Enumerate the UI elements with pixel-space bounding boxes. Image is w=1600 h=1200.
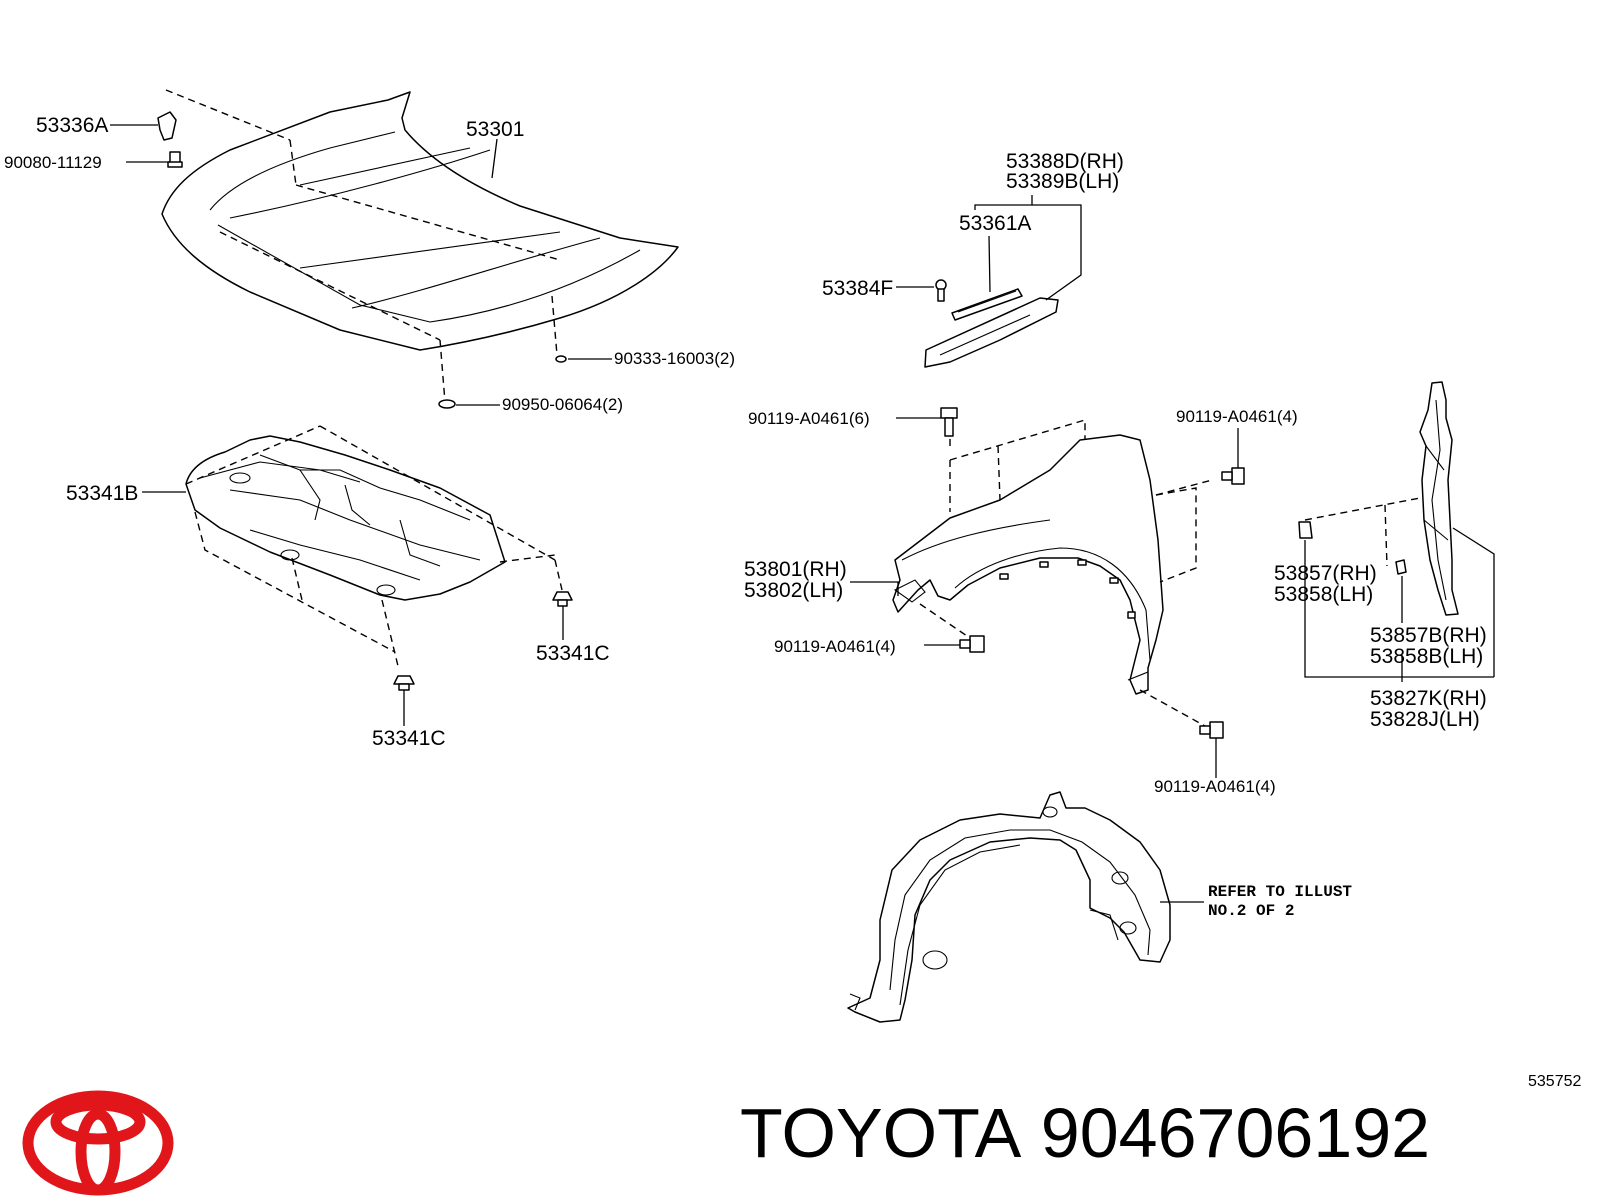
label-fender-lh: 53802(LH) (744, 579, 843, 602)
label-fender-bolt-top: 90119-A0461(6) (748, 409, 870, 428)
seal-leaders (896, 195, 1082, 301)
note-line-1: REFER TO ILLUST (1208, 883, 1352, 901)
label-side-seal-lh: 53828J(LH) (1370, 708, 1480, 731)
hood-hinge-bracket-part (157, 111, 183, 168)
label-seal-lh: 53389B(LH) (1006, 170, 1119, 193)
label-bracket-clip-lh: 53858B(LH) (1370, 645, 1483, 668)
diagram-code: 535752 (1528, 1073, 1581, 1090)
insulator-dashed-guides (185, 425, 563, 667)
brand-name: TOYOTA (740, 1094, 1022, 1172)
label-hood-clip: 90333-16003(2) (614, 349, 735, 368)
insulator-clip-right-part (552, 591, 573, 607)
hood-clip-part (555, 355, 567, 363)
part-labels: 53336A 90080-11129 53301 90333-16003(2) … (4, 114, 1581, 1090)
label-hood: 53301 (466, 118, 524, 141)
fender-bolt-front-part (959, 635, 985, 653)
hood-cushion-part (438, 399, 456, 409)
hood-insulator-illustration (185, 435, 506, 601)
part-number: 9046706192 (1040, 1094, 1431, 1172)
fender-bolt-top-part (940, 407, 958, 437)
label-side-seal-rh: 53827K(RH) (1370, 687, 1487, 710)
note-line-2: NO.2 OF 2 (1208, 902, 1294, 920)
fender-bolt-rear-part (1221, 467, 1245, 485)
label-insulator-clip-bottom: 53341C (372, 727, 446, 750)
brand-caption: TOYOTA 9046706192 (740, 1098, 1430, 1168)
hood-leaders (110, 124, 612, 406)
label-fender-rh: 53801(RH) (744, 558, 847, 581)
fender-illustration (892, 434, 1164, 695)
label-seal-rh: 53388D(RH) (1006, 150, 1124, 173)
insulator-clip-bottom-part (393, 675, 415, 691)
side-seal-dashed-guides (1304, 497, 1421, 567)
label-seal-clip: 53384F (822, 277, 893, 300)
side-seal-leaders (1304, 527, 1495, 682)
label-hood-bolt: 90080-11129 (4, 153, 102, 172)
label-bracket-clip-rh: 53857B(RH) (1370, 624, 1487, 647)
label-hood-hinge-bracket: 53336A (36, 114, 108, 137)
label-fender-bolt-bottom: 90119-A0461(4) (1154, 777, 1276, 796)
fender-dashed-guides (919, 419, 1213, 727)
label-insulator-clip-right: 53341C (536, 642, 610, 665)
toyota-logo-icon (22, 1090, 174, 1196)
label-hood-insulator: 53341B (66, 482, 138, 505)
label-bracket-seal-lh: 53858(LH) (1274, 583, 1373, 606)
side-seal-illustration (1298, 381, 1459, 616)
hood-illustration (161, 91, 679, 351)
label-bracket-seal-rh: 53857(RH) (1274, 562, 1377, 585)
insulator-leaders (142, 491, 564, 726)
label-hood-cushion: 90950-06064(2) (502, 395, 623, 414)
label-fender-bolt-front: 90119-A0461(4) (774, 637, 896, 656)
hood-dashed-guides (165, 89, 561, 403)
fender-leaders (850, 417, 1239, 778)
label-seal-strip: 53361A (959, 212, 1031, 235)
hood-seal-illustration (924, 279, 1059, 368)
fender-liner-illustration (847, 791, 1171, 1023)
label-fender-bolt-rear: 90119-A0461(4) (1176, 407, 1298, 426)
